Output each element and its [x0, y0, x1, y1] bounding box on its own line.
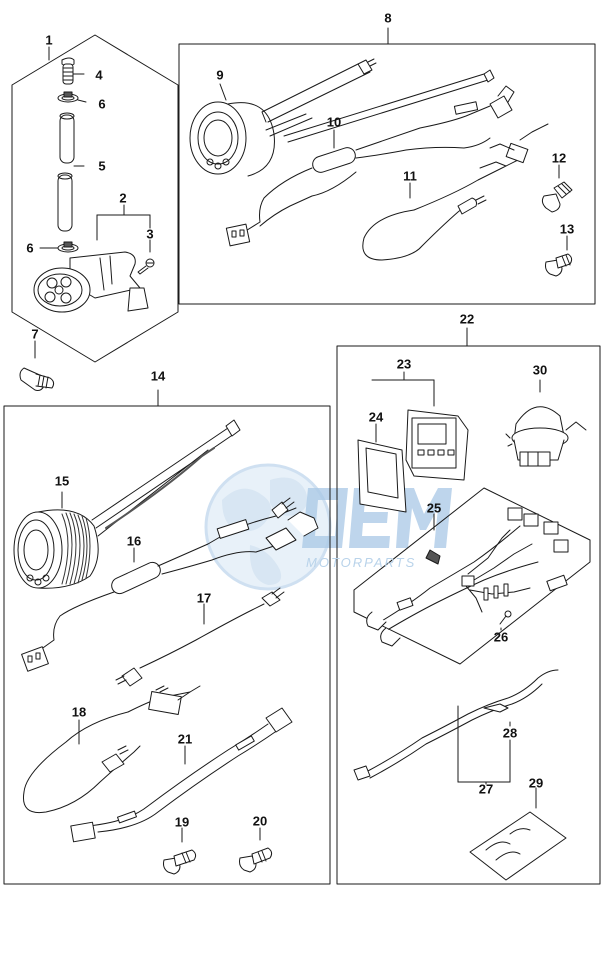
part-19-sensor — [163, 849, 197, 875]
callout-3: 3 — [146, 226, 154, 242]
part-2-pitot-housing — [33, 251, 149, 313]
part-18-harness — [22, 685, 201, 814]
callout-20: 20 — [252, 813, 268, 829]
callout-11: 11 — [403, 168, 417, 184]
callout-26: 26 — [493, 629, 509, 645]
part-4-nozzle — [61, 57, 85, 85]
callout-6-top: 6 — [98, 96, 106, 112]
callout-7: 7 — [31, 326, 39, 342]
callout-5: 5 — [98, 158, 106, 174]
callout-30: 30 — [532, 362, 548, 378]
watermark-motorparts: MOTORPARTS — [306, 555, 417, 570]
part-7-plug — [19, 367, 55, 391]
callout-29: 29 — [528, 775, 544, 791]
part-6-clip-bottom — [39, 241, 79, 253]
group-14-frame — [3, 405, 331, 885]
callout-23: 23 — [396, 356, 412, 372]
part-25-harness-panel — [353, 487, 591, 665]
callout-8: 8 — [384, 10, 392, 26]
callout-6-bottom: 6 — [26, 240, 34, 256]
part-10-harness — [225, 85, 515, 247]
callout-15: 15 — [54, 473, 70, 489]
callout-2: 2 — [119, 190, 127, 206]
callout-16: 16 — [126, 533, 142, 549]
callout-19: 19 — [174, 814, 190, 830]
part-21-harness — [70, 707, 293, 843]
part-29-bag — [469, 787, 567, 881]
callout-24: 24 — [368, 409, 384, 425]
callout-28: 28 — [502, 725, 518, 741]
part-13-sensor — [545, 253, 573, 277]
callout-18: 18 — [71, 704, 87, 720]
callout-12: 12 — [551, 150, 567, 166]
part-20-sensor — [239, 847, 273, 873]
callout-27: 27 — [478, 781, 494, 797]
callout-9: 9 — [216, 67, 224, 83]
callout-17: 17 — [196, 590, 212, 606]
part-17-harness — [115, 587, 285, 687]
group-8-frame — [178, 43, 596, 305]
part-26-screw — [499, 610, 512, 631]
group-22-frame — [336, 345, 601, 885]
part-23-24-display — [357, 371, 469, 513]
leaders-2-3 — [96, 204, 151, 253]
part-15-gauge — [13, 419, 241, 589]
part-12-sensor — [541, 181, 573, 213]
callout-25: 25 — [426, 500, 442, 516]
part-5-hose — [57, 112, 85, 232]
callout-14: 14 — [150, 368, 166, 384]
callout-22: 22 — [459, 311, 475, 327]
callout-4: 4 — [95, 67, 103, 83]
part-3-screw — [137, 258, 155, 275]
part-30-transducer — [505, 379, 587, 467]
callout-13: 13 — [559, 221, 575, 237]
part-11-harness — [362, 123, 549, 261]
part-27-28-harness — [353, 669, 559, 785]
part-9-gauge — [189, 58, 495, 177]
callout-1: 1 — [45, 32, 53, 48]
part-6-clip-top — [57, 91, 87, 103]
group-1-frame — [11, 34, 179, 363]
callout-10: 10 — [326, 114, 342, 130]
callout-21: 21 — [177, 731, 193, 747]
part-16-harness — [21, 497, 319, 672]
